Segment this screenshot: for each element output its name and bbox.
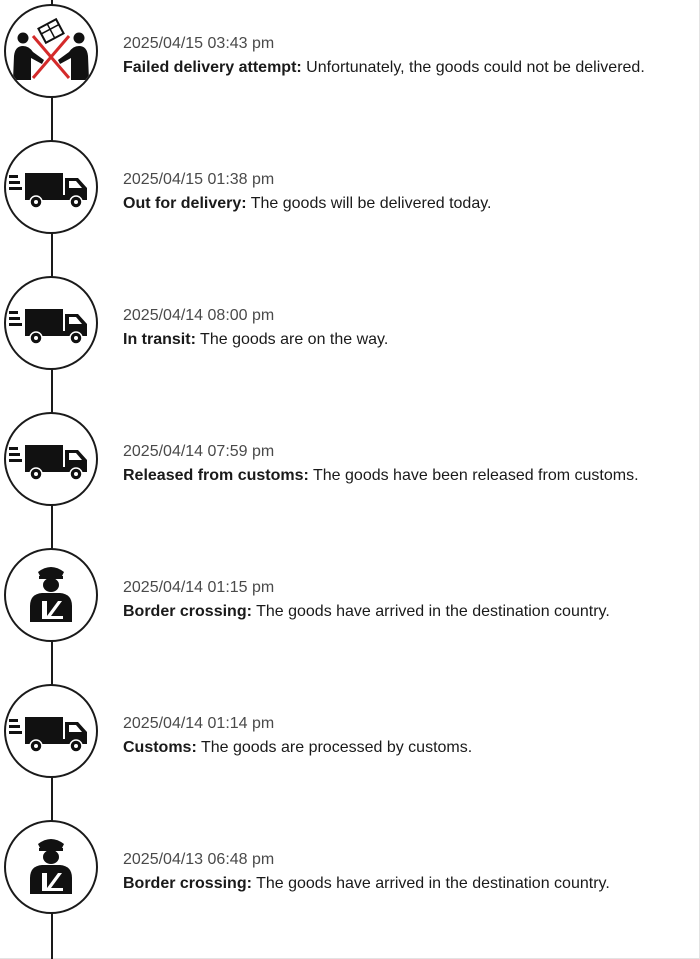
event-datetime: 2025/04/15 03:43 pm [123, 35, 275, 52]
event-status: Border crossing: [123, 603, 252, 620]
event-text: Border crossing: The goods have arrived … [123, 874, 610, 894]
event-description: The goods have arrived in the destinatio… [251, 875, 610, 892]
event-status: Border crossing: [123, 875, 252, 892]
timeline-event: 2025/04/14 08:00 pm In transit: The good… [0, 272, 700, 408]
event-description: The goods have been released from custom… [308, 467, 639, 484]
event-description: The goods will be delivered today. [246, 195, 492, 212]
event-text: In transit: The goods are on the way. [123, 330, 388, 350]
event-status: In transit: [123, 331, 196, 348]
event-text: Out for delivery: The goods will be deli… [123, 194, 491, 214]
truck-icon [4, 276, 98, 370]
customs-officer-icon [4, 820, 98, 914]
event-status: Customs: [123, 739, 197, 756]
event-description: The goods are processed by customs. [196, 739, 473, 756]
timeline-event: 2025/04/15 01:38 pm Out for delivery: Th… [0, 136, 700, 272]
event-text: Failed delivery attempt: Unfortunately, … [123, 58, 645, 78]
timeline-event: 2025/04/14 01:15 pm Border crossing: The… [0, 544, 700, 680]
event-datetime: 2025/04/13 06:48 pm [123, 851, 275, 868]
event-text: Released from customs: The goods have be… [123, 466, 639, 486]
event-text: Customs: The goods are processed by cust… [123, 738, 472, 758]
event-status: Out for delivery: [123, 195, 247, 212]
customs-officer-icon [4, 548, 98, 642]
event-datetime: 2025/04/14 08:00 pm [123, 307, 275, 324]
event-datetime: 2025/04/14 01:14 pm [123, 715, 275, 732]
event-status: Failed delivery attempt: [123, 59, 302, 76]
event-description: Unfortunately, the goods could not be de… [301, 59, 645, 76]
event-datetime: 2025/04/14 01:15 pm [123, 579, 275, 596]
truck-icon [4, 140, 98, 234]
timeline-event: 2025/04/14 07:59 pm Released from custom… [0, 408, 700, 544]
event-description: The goods have arrived in the destinatio… [251, 603, 610, 620]
event-datetime: 2025/04/14 07:59 pm [123, 443, 275, 460]
timeline-event: 2025/04/14 01:14 pm Customs: The goods a… [0, 680, 700, 816]
failed-delivery-icon [4, 4, 98, 98]
truck-icon [4, 684, 98, 778]
event-description: The goods are on the way. [195, 331, 389, 348]
event-status: Released from customs: [123, 467, 309, 484]
truck-icon [4, 412, 98, 506]
event-datetime: 2025/04/15 01:38 pm [123, 171, 275, 188]
event-text: Border crossing: The goods have arrived … [123, 602, 610, 622]
timeline-event: 2025/04/15 03:43 pm Failed delivery atte… [0, 0, 700, 136]
timeline-event: 2025/04/13 06:48 pm Border crossing: The… [0, 816, 700, 952]
